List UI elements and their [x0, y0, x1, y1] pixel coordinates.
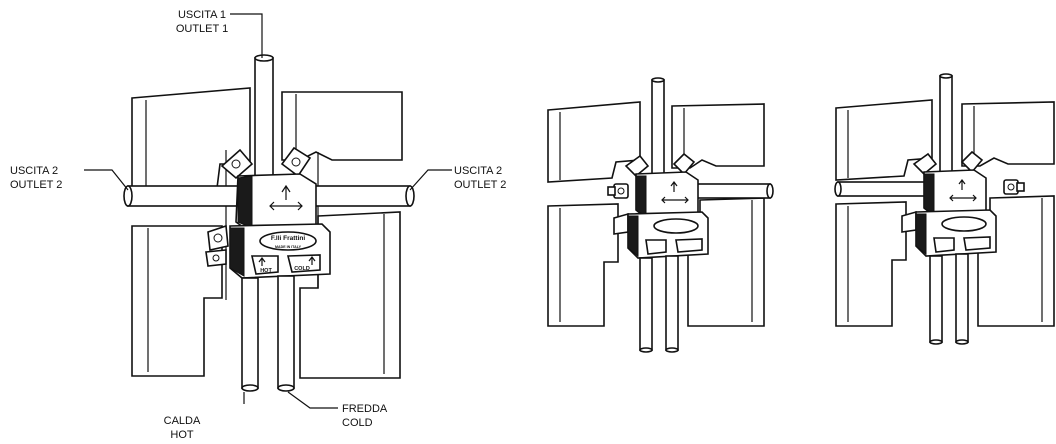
- outlet1-pipe: [254, 57, 274, 183]
- leader-outlet2-right: [409, 169, 452, 191]
- hot-inlet-pipe: [929, 255, 943, 343]
- mounting-lug: [205, 249, 227, 267]
- mounting-lug: [624, 154, 650, 178]
- leader-outlet1: [230, 13, 263, 58]
- pipe-end: [123, 185, 133, 207]
- pipe-end: [766, 183, 774, 199]
- hot-tag: [933, 237, 955, 253]
- cold-inlet-pipe: [277, 275, 295, 389]
- cold-inlet-pipe: [665, 255, 679, 351]
- outlet1-pipe: [651, 79, 665, 185]
- brand-badge: [259, 231, 317, 251]
- direction-arrows-icon: [269, 184, 303, 211]
- pipe-end: [939, 73, 953, 79]
- wall-left-lower: [547, 203, 619, 327]
- direction-arrows-icon: [949, 179, 977, 202]
- cold-tag-label: COLD: [294, 266, 310, 272]
- wall-left-block: [547, 101, 641, 183]
- direction-arrows-icon: [661, 181, 689, 204]
- valve-side-shade: [229, 227, 245, 277]
- cold-label-en: COLD: [342, 417, 373, 429]
- mounting-lug: [280, 146, 312, 178]
- hot-inlet-pipe: [241, 277, 259, 389]
- hot-inlet-pipe: [639, 257, 653, 351]
- mounting-lug: [207, 224, 229, 251]
- variant-view-right: [834, 73, 1055, 345]
- wall-right-block: [281, 91, 403, 161]
- mounting-lug: [912, 152, 938, 176]
- outlet1-label-it: USCITA 1: [178, 9, 226, 21]
- wall-left-lower: [835, 201, 907, 327]
- brand-badge: [941, 216, 987, 232]
- outlet2-left-label-en: OUTLET 2: [10, 179, 62, 191]
- leader-cold: [287, 391, 338, 409]
- main-view: F.lli Frattini MADE IN ITALY HOT COLD US…: [10, 9, 506, 441]
- mounting-lug: [901, 210, 917, 233]
- outlet1-pipe: [939, 75, 953, 183]
- outlet2-right-label-en: OUTLET 2: [454, 179, 506, 191]
- wall-left-block: [835, 99, 933, 181]
- mounting-lug: [672, 152, 696, 176]
- wall-left-lower: [131, 225, 223, 377]
- pipe-end: [651, 77, 665, 83]
- pipe-end: [254, 54, 274, 62]
- wall-right-block: [671, 103, 765, 169]
- mounting-lug: [960, 150, 984, 174]
- valve-side-shade: [237, 175, 253, 229]
- hot-tag: HOT: [251, 255, 279, 275]
- brand-badge: [653, 218, 699, 234]
- hot-tag-label: HOT: [260, 268, 272, 274]
- pipe-end: [405, 185, 415, 207]
- hot-tag: [645, 239, 667, 255]
- variant-view-middle: [547, 77, 774, 353]
- cold-tag: [675, 238, 703, 253]
- cold-inlet-pipe: [955, 253, 969, 343]
- mounting-lug: [220, 148, 254, 180]
- pipe-end: [834, 181, 842, 197]
- wall-left-block: [131, 87, 251, 201]
- outlet2-pipe: [837, 181, 937, 197]
- cold-tag: COLD: [286, 254, 321, 273]
- outlet1-label-en: OUTLET 1: [176, 23, 228, 35]
- mounting-lug: [613, 212, 629, 235]
- made-in-label: MADE IN ITALY: [275, 245, 302, 249]
- plug-cap-icon: [1003, 179, 1025, 195]
- hot-label-it: CALDA: [164, 415, 201, 427]
- outlet2-right-label-it: USCITA 2: [454, 165, 502, 177]
- pipe-end: [277, 384, 295, 392]
- plug-cap-icon: [607, 183, 629, 199]
- leader-outlet2-left: [84, 169, 129, 191]
- cold-tag: [963, 236, 991, 251]
- hot-label-en: HOT: [170, 429, 194, 441]
- brand-name: F.lli Frattini: [271, 235, 306, 242]
- outlet2-left-label-it: USCITA 2: [10, 165, 58, 177]
- cold-label-it: FREDDA: [342, 403, 388, 415]
- pipe-end: [241, 384, 259, 392]
